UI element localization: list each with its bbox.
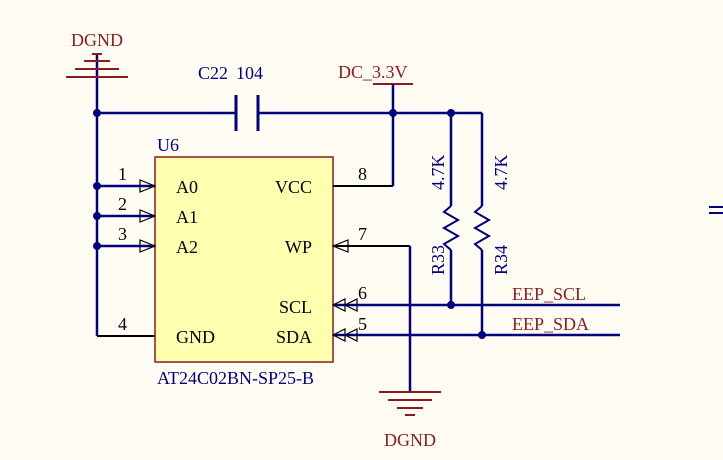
pin3-number: 3 (118, 224, 127, 244)
r34-designator: R34 (491, 245, 511, 275)
pin1-name: A0 (176, 177, 198, 197)
pin5-number: 5 (358, 314, 367, 334)
resistor-r34 (472, 113, 492, 335)
chip-u6-body (154, 156, 334, 363)
junction-dot (93, 242, 101, 250)
junction-dot (93, 109, 101, 117)
pin7-number: 7 (358, 224, 367, 244)
net-label-sda: EEP_SDA (512, 314, 589, 334)
capacitor-value: 104 (236, 63, 263, 83)
dgnd-top-label: DGND (71, 30, 123, 50)
dgnd-bottom-symbol (379, 391, 441, 416)
pin3-arrow (139, 239, 157, 253)
junction-dot (93, 182, 101, 190)
pin6-number: 6 (358, 283, 367, 303)
pin1-number: 1 (118, 164, 127, 184)
pin8-name: VCC (275, 177, 312, 197)
pin1-arrow (139, 179, 157, 193)
pin2-arrow (139, 209, 157, 223)
pin3-name: A2 (176, 237, 198, 257)
pin6-arrow-2 (343, 298, 358, 312)
chip-designator: U6 (157, 135, 179, 155)
pin2-name: A1 (176, 207, 198, 227)
r34-value: 4.7K (491, 155, 511, 191)
chip-part-number: AT24C02BN-SP25-B (157, 368, 314, 388)
pin8-number: 8 (358, 164, 367, 184)
capacitor-designator: C22 (198, 63, 228, 83)
net-label-scl: EEP_SCL (512, 284, 586, 304)
pin7-name: WP (285, 237, 312, 257)
r33-value: 4.7K (428, 155, 448, 191)
pin2-number: 2 (118, 194, 127, 214)
junction-dot (93, 212, 101, 220)
dgnd-top-symbol (66, 53, 128, 113)
resistor-r33 (441, 113, 461, 305)
pin7-arrow (331, 239, 349, 253)
r33-designator: R33 (428, 245, 448, 275)
pin6-name: SCL (279, 297, 312, 317)
vcc-power-symbol (373, 83, 413, 186)
pin5-arrow-2 (343, 328, 358, 342)
pin5-name: SDA (276, 327, 312, 347)
junction-dot (389, 109, 397, 117)
pin4-name: GND (176, 327, 215, 347)
dgnd-bottom-label: DGND (384, 430, 436, 450)
vcc-net-label: DC_3.3V (338, 62, 408, 82)
pin4-number: 4 (118, 314, 127, 334)
capacitor-c22 (234, 95, 260, 131)
